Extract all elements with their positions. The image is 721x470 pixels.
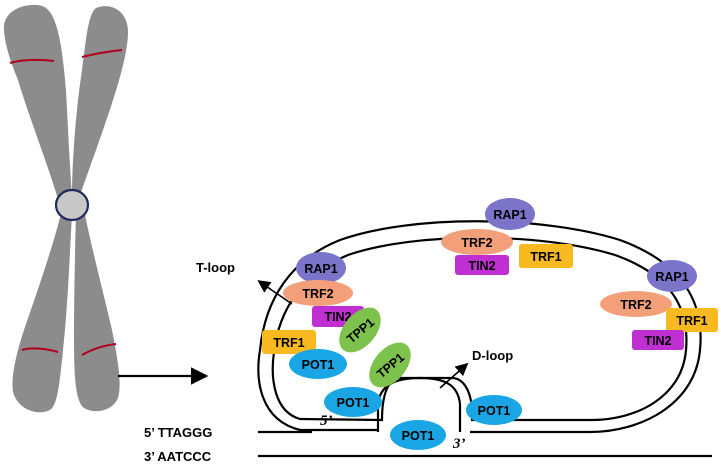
trf2-label: TRF2 bbox=[620, 298, 651, 312]
three-prime-end-label: 3’ bbox=[452, 436, 466, 452]
trf2-protein bbox=[441, 229, 513, 255]
t-loop-label: T-loop bbox=[196, 260, 235, 275]
tin2-label: TIN2 bbox=[324, 310, 351, 324]
tin2-label: TIN2 bbox=[644, 334, 671, 348]
rap1-protein bbox=[296, 252, 346, 284]
trf2-protein bbox=[600, 291, 672, 317]
rap1-protein bbox=[485, 198, 535, 230]
trf1-label: TRF1 bbox=[530, 250, 561, 264]
band bbox=[81, 343, 117, 356]
five-prime-end-label: 5’ bbox=[320, 413, 333, 429]
rap1-label: RAP1 bbox=[493, 208, 526, 222]
pot1-protein bbox=[390, 420, 446, 450]
tpp1-protein bbox=[339, 307, 381, 353]
trf2-label: TRF2 bbox=[302, 287, 333, 301]
tin2-protein bbox=[632, 330, 684, 350]
pot1-protein bbox=[466, 395, 522, 425]
pot1-label: POT1 bbox=[402, 429, 435, 443]
t-loop-arrow bbox=[257, 280, 293, 305]
d-loop-arc bbox=[376, 376, 462, 432]
trf1-label: TRF1 bbox=[676, 314, 707, 328]
shelterin-complex-right: RAP1 TRF2 TRF1 TIN2 bbox=[600, 260, 718, 350]
tpp1-protein bbox=[369, 342, 411, 388]
pot1-label: POT1 bbox=[478, 404, 511, 418]
chromatid-arm-upper-left bbox=[3, 4, 73, 207]
chromosome bbox=[3, 4, 128, 413]
chromatid-arm-lower-right bbox=[74, 210, 120, 412]
tin2-label: TIN2 bbox=[468, 259, 495, 273]
d-loop-arrow bbox=[439, 362, 469, 389]
trf1-protein bbox=[666, 308, 718, 332]
rap1-label: RAP1 bbox=[304, 262, 337, 276]
d-loop-label: D-loop bbox=[472, 348, 513, 363]
trf1-label: TRF1 bbox=[273, 336, 304, 350]
pot1-label: POT1 bbox=[337, 396, 370, 410]
pot1-label: POT1 bbox=[302, 358, 335, 372]
trf1-protein bbox=[262, 330, 316, 354]
centromere bbox=[54, 188, 90, 222]
shelterin-complex-top: RAP1 TRF2 TIN2 TRF1 bbox=[441, 198, 573, 275]
pot1-overhang-group: POT1 POT1 POT1 bbox=[324, 387, 522, 450]
pot1-protein bbox=[324, 387, 382, 417]
chromatid-arm-upper-right bbox=[72, 6, 128, 201]
pot1-protein bbox=[289, 349, 347, 379]
band bbox=[9, 58, 55, 64]
band bbox=[21, 347, 59, 353]
tin2-protein bbox=[455, 255, 509, 275]
band bbox=[81, 49, 123, 58]
bottom-strand-label: 3’ AATCCC bbox=[144, 449, 212, 464]
trf2-label: TRF2 bbox=[461, 236, 492, 250]
rap1-protein bbox=[647, 260, 697, 292]
trf1-protein bbox=[519, 244, 573, 268]
trf2-protein bbox=[283, 280, 353, 306]
rap1-label: RAP1 bbox=[655, 270, 688, 284]
t-loop-inner-strand bbox=[271, 236, 688, 422]
top-strand-label: 5’ TTAGGG bbox=[144, 425, 212, 440]
chromatid-arm-lower-left bbox=[12, 210, 72, 413]
shelterin-complex-left: RAP1 TRF2 TIN2 TRF1 TPP1 TPP1 POT1 bbox=[262, 252, 411, 388]
